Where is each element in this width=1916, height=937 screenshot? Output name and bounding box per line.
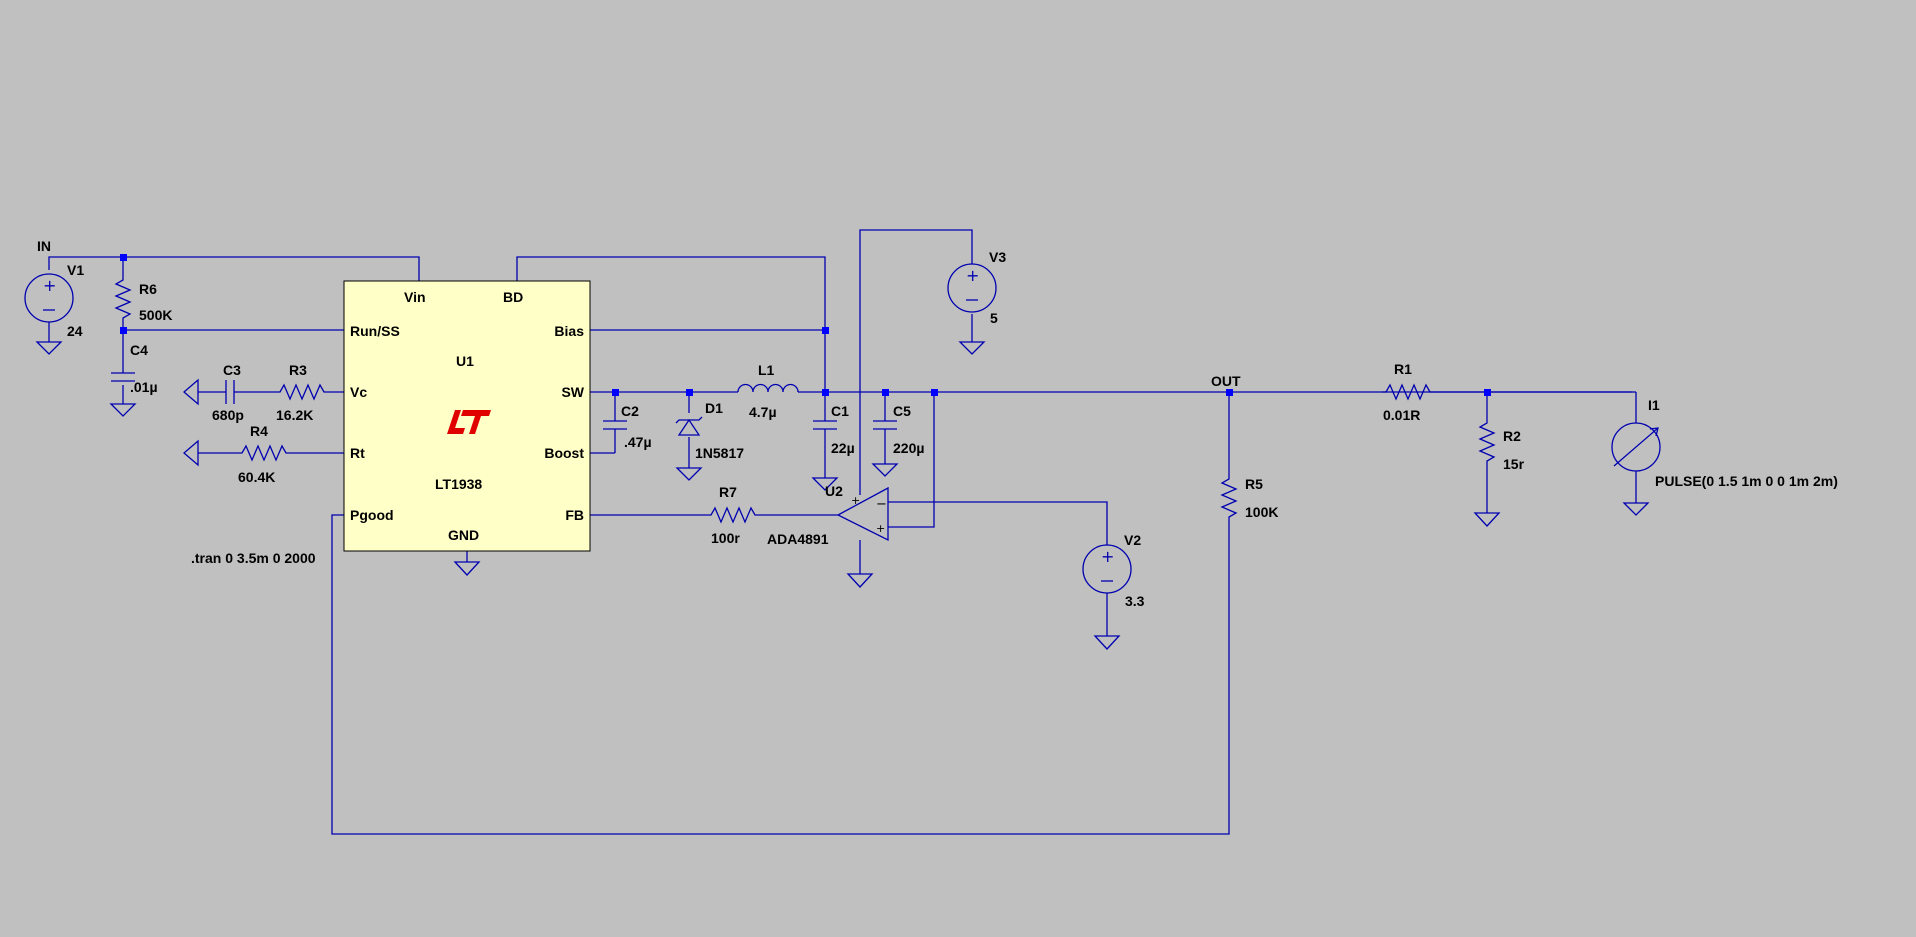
l1-ref: L1 (758, 362, 775, 378)
resistor-r1[interactable]: R1 0.01R (1382, 361, 1436, 423)
v2-value: 3.3 (1125, 593, 1145, 609)
v1-ref: V1 (67, 262, 84, 278)
r7-value: 100r (711, 530, 740, 546)
capacitor-c4[interactable]: C4 .01µ (111, 342, 158, 395)
v3-ref: V3 (989, 249, 1006, 265)
r5-ref: R5 (1245, 476, 1263, 492)
v2-ref: V2 (1124, 532, 1141, 548)
c4-ref: C4 (130, 342, 148, 358)
inductor-l1[interactable]: L1 4.7µ (737, 362, 800, 420)
ground-symbols (35, 341, 1650, 650)
r6-ref: R6 (139, 281, 157, 297)
i1-ref: I1 (1648, 397, 1660, 413)
net-label-out: OUT (1211, 373, 1241, 389)
r4-ref: R4 (250, 423, 268, 439)
resistor-r5[interactable]: R5 100K (1220, 471, 1278, 531)
source-v3[interactable]: + V3 5 (947, 249, 1006, 326)
resistor-r7[interactable]: R7 100r (707, 484, 757, 546)
u2-ref: U2 (825, 483, 843, 499)
capacitor-c3[interactable]: C3 680p (212, 362, 244, 423)
r5-value: 100K (1245, 504, 1278, 520)
c2-ref: C2 (621, 403, 639, 419)
d1-ref: D1 (705, 400, 723, 416)
c4-value: .01µ (130, 379, 158, 395)
l1-value: 4.7µ (749, 404, 777, 420)
c5-value: 220µ (893, 440, 924, 456)
c2-value: .47µ (624, 434, 652, 450)
c3-ref: C3 (223, 362, 241, 378)
diode-d1[interactable]: D1 1N5817 (675, 400, 744, 461)
pin-bd: BD (503, 289, 523, 305)
c1-ref: C1 (831, 403, 849, 419)
r2-ref: R2 (1503, 428, 1521, 444)
svg-text:+: + (43, 276, 56, 295)
capacitor-c5[interactable]: C5 220µ (873, 403, 924, 456)
spice-directive[interactable]: .tran 0 3.5m 0 2000 (191, 550, 316, 566)
c3-value: 680p (212, 407, 244, 423)
pin-rt: Rt (350, 445, 365, 461)
pin-fb: FB (565, 507, 584, 523)
capacitor-c1[interactable]: C1 22µ (813, 403, 855, 456)
r3-ref: R3 (289, 362, 307, 378)
r2-value: 15r (1503, 456, 1525, 472)
wires (48, 229, 1637, 835)
resistor-r2[interactable]: R2 15r (1478, 415, 1525, 475)
r4-value: 60.4K (238, 469, 275, 485)
r6-value: 500K (139, 307, 172, 323)
capacitor-c2[interactable]: C2 .47µ (603, 403, 652, 450)
r3-value: 16.2K (276, 407, 313, 423)
source-i1[interactable]: I1 PULSE(0 1.5 1m 0 0 1m 2m) (1611, 397, 1838, 489)
svg-text:+: + (966, 266, 979, 285)
svg-text:+: + (851, 494, 860, 507)
v1-value: 24 (67, 323, 83, 339)
opamp-u2[interactable]: + − + U2 ADA4891 (767, 483, 889, 547)
r1-ref: R1 (1394, 361, 1412, 377)
r7-ref: R7 (719, 484, 737, 500)
source-v1[interactable]: + V1 24 (24, 262, 84, 339)
r1-value: 0.01R (1383, 407, 1420, 423)
u2-part: ADA4891 (767, 531, 829, 547)
source-v2[interactable]: + V2 3.3 (1082, 532, 1145, 609)
pin-boost: Boost (544, 445, 584, 461)
ic-part: LT1938 (435, 476, 482, 492)
net-label-in: IN (37, 238, 51, 254)
svg-text:−: − (876, 497, 887, 512)
svg-text:+: + (1101, 547, 1114, 566)
pin-bias: Bias (554, 323, 584, 339)
lt-logo-icon (447, 410, 491, 434)
resistor-r6[interactable]: R6 500K (114, 272, 172, 323)
pin-vc: Vc (350, 384, 367, 400)
pin-pgood: Pgood (350, 507, 394, 523)
svg-text:+: + (876, 522, 885, 535)
v3-value: 5 (990, 310, 998, 326)
ic-ref: U1 (456, 353, 474, 369)
pin-sw: SW (561, 384, 584, 400)
c5-ref: C5 (893, 403, 911, 419)
pin-vin: Vin (404, 289, 426, 305)
resistor-r3[interactable]: R3 16.2K (276, 362, 326, 423)
i1-value: PULSE(0 1.5 1m 0 0 1m 2m) (1655, 473, 1838, 489)
resistor-r4[interactable]: R4 60.4K (238, 423, 288, 485)
junctions (120, 254, 1491, 396)
ic-u1[interactable]: Vin BD Run/SS Bias U1 Vc SW Rt Boost LT1… (343, 280, 591, 552)
pin-run-ss: Run/SS (350, 323, 400, 339)
pin-gnd: GND (448, 527, 479, 543)
d1-value: 1N5817 (695, 445, 744, 461)
c1-value: 22µ (831, 440, 855, 456)
